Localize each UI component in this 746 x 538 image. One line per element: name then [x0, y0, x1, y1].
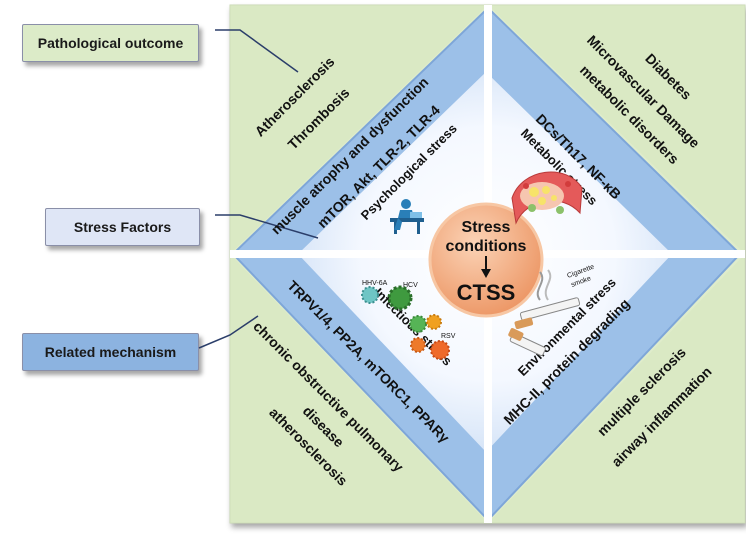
fatty-vessel-icon [511, 171, 583, 225]
virus-rsv-icon [430, 340, 450, 360]
center-line2: conditions [446, 238, 527, 255]
legend-pathological-outcome: Pathological outcome [22, 24, 199, 62]
person-at-desk-icon [390, 199, 424, 234]
center-product: CTSS [457, 280, 516, 305]
corner-tr [488, 5, 745, 254]
corner-tl [230, 5, 488, 254]
legend-related-mechanism: Related mechanism [22, 333, 199, 371]
legend-stress-factors: Stress Factors [45, 208, 200, 246]
label-rsv: RSV [441, 333, 456, 340]
label-hhv6a: HHV-6A [362, 280, 388, 287]
label-hcv: HCV [403, 282, 418, 289]
virus-hcv-icon [387, 285, 413, 311]
corner-br [488, 254, 745, 523]
virus-hhv6a-icon [361, 286, 379, 304]
center-line1: Stress [462, 219, 511, 236]
corner-bl [230, 254, 488, 523]
virus-icons: HHV-6A HCV RSV [361, 280, 456, 360]
connector-outcome [215, 29, 299, 73]
connector-stress [215, 214, 319, 239]
connector-mechanism [198, 315, 259, 349]
